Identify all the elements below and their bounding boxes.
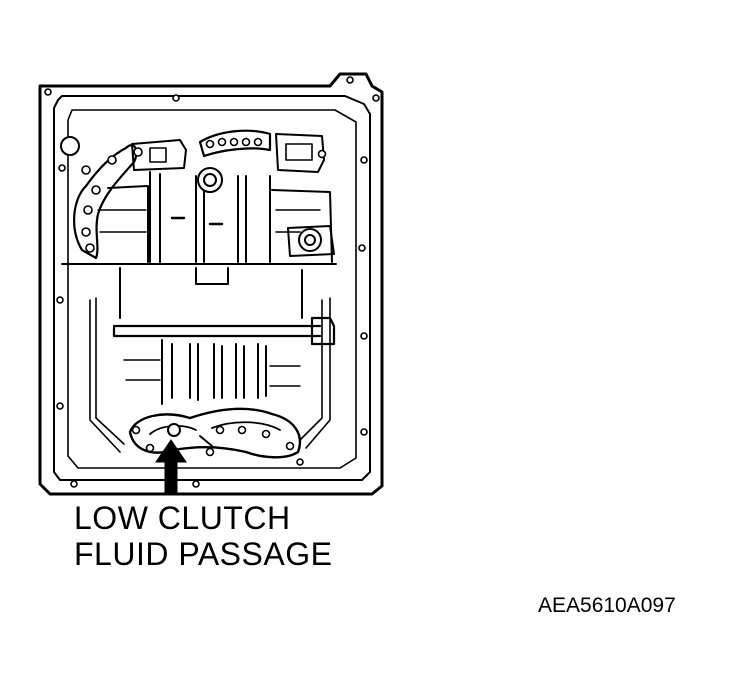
right-block-circle-inner — [304, 234, 316, 246]
bolt-hole — [133, 147, 143, 157]
upper-right-chamber-notch — [285, 143, 313, 161]
separator-tab — [195, 267, 229, 285]
upper-valve-bores — [149, 171, 271, 263]
bolt-hole — [253, 137, 263, 147]
right-rear-block — [287, 225, 335, 257]
bolt-hole — [285, 441, 295, 451]
pan-bolt-hole — [360, 156, 368, 164]
lower-left-wall — [89, 297, 125, 453]
pan-bolt-hole — [70, 480, 78, 488]
bolt-hole — [145, 443, 155, 453]
upper-passage-chain — [198, 129, 272, 158]
bolt-hole — [205, 447, 215, 457]
pan-inner-wall — [67, 109, 357, 469]
manual-shaft-end — [310, 316, 336, 346]
pan-bolt-hole — [172, 94, 180, 102]
bolt-hole — [217, 137, 227, 147]
bolt-hole — [261, 429, 271, 439]
manual-shaft — [112, 324, 322, 338]
upper-left-circle — [60, 136, 80, 156]
pan-bolt-hole — [296, 458, 304, 466]
pan-bolt-hole — [346, 76, 354, 84]
upper-bore-marks — [170, 216, 224, 226]
bolt-hole — [91, 185, 101, 195]
upper-left-chamber — [131, 139, 187, 171]
figure-code: AEA5610A097 — [538, 594, 676, 617]
bolt-hole — [205, 139, 215, 149]
pan-bolt-hole — [360, 332, 368, 340]
pan-inner-outline — [53, 95, 371, 481]
pan-bolt-hole — [56, 296, 64, 304]
low-clutch-port — [167, 423, 181, 437]
filter-boss-inner — [203, 173, 217, 187]
callout-line-1: LOW CLUTCH — [74, 500, 291, 536]
pointer-arrow — [155, 439, 187, 495]
bolt-hole — [131, 425, 141, 435]
pan-bolt-hole — [360, 428, 368, 436]
bolt-hole — [215, 425, 225, 435]
lower-valve-bores — [161, 339, 267, 405]
bolt-hole — [107, 155, 117, 165]
lower-right-wall — [299, 297, 331, 449]
bolt-hole — [81, 227, 91, 237]
bolt-hole — [241, 137, 251, 147]
bolt-hole — [81, 165, 91, 175]
pan-bolt-hole — [358, 244, 366, 252]
pan-outer-outline — [38, 72, 384, 496]
bolt-hole — [237, 425, 247, 435]
upper-right-chamber — [275, 133, 325, 173]
separator-plate — [61, 263, 337, 319]
pan-bolt-hole — [372, 94, 380, 102]
pan-bolt-hole — [192, 480, 200, 488]
upper-left-passage-chain — [73, 144, 138, 260]
callout-line-2: FLUID PASSAGE — [74, 536, 333, 572]
low-clutch-passage-outline — [128, 407, 302, 459]
upper-valve-rails — [97, 209, 321, 233]
pan-bolt-hole — [56, 402, 64, 410]
bolt-hole — [229, 137, 239, 147]
upper-left-chamber-notch — [149, 147, 167, 163]
lower-valve-rails — [123, 359, 301, 387]
bolt-hole — [83, 205, 93, 215]
pan-bolt-hole — [44, 88, 52, 96]
bolt-hole — [317, 149, 327, 159]
bolt-hole — [85, 243, 95, 253]
pan-bolt-hole — [58, 164, 66, 172]
